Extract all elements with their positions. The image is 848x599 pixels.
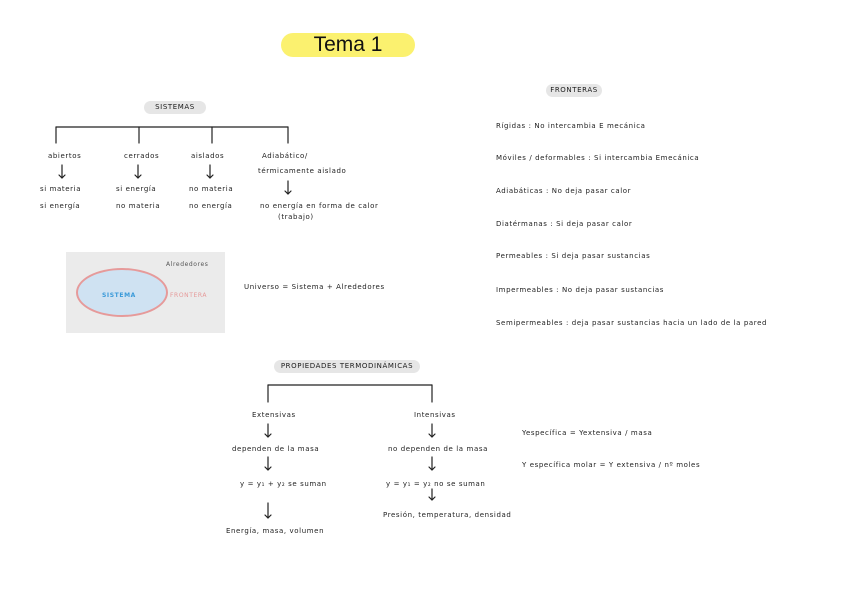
branch-line: (trabajo) [278,213,314,221]
extensivas-line: y = y₁ + y₂ se suman [240,480,327,488]
formula-especifica: Yespecífica = Yextensiva / masa [522,429,653,437]
sistema-ellipse [76,268,168,317]
frontera-item: Semipermeables : deja pasar sustancias h… [496,319,768,327]
branch-line: no energía en forma de calor [260,202,379,210]
intensivas-line: y = y₁ = y₂ no se suman [386,480,486,488]
branch-line: si materia [40,185,82,193]
sistema-label: SISTEMA [102,292,136,299]
arrow-down-icon [264,423,272,438]
branch-aislados: aislados [191,152,225,160]
intensivas-line: Presión, temperatura, densidad [383,511,512,519]
arrow-down-icon [134,164,142,179]
arrow-down-icon [264,502,272,519]
intensivas-line: no dependen de la masa [388,445,488,453]
extensivas-line: Energía, masa, volumen [226,527,325,535]
frontera-item: Rígidas : No intercambia E mecánica [496,122,646,130]
arrow-down-icon [428,488,436,501]
arrow-down-icon [428,456,436,471]
formula-especifica-molar: Y específica molar = Y extensiva / nº mo… [522,461,701,469]
arrow-down-icon [264,456,272,471]
branch-cerrados: cerrados [124,152,160,160]
branch-abiertos: abiertos [48,152,82,160]
branch-line: no materia [116,202,161,210]
fronteras-header: FRONTERAS [546,84,602,97]
page-title: Tema 1 [281,33,415,57]
sistema-diagram: Alrededores SISTEMA FRONTERA [66,252,225,333]
arrow-down-icon [58,164,66,179]
frontera-item: Impermeables : No deja pasar sustancias [496,286,665,294]
extensivas-line: dependen de la masa [232,445,320,453]
frontera-item: Permeables : Si deja pasar sustancias [496,252,651,260]
branch-adiabatico-sub: térmicamente aislado [258,167,347,175]
arrow-down-icon [284,180,292,195]
branch-adiabatico: Adiabático/ [262,152,308,160]
frontera-item: Diatérmanas : Si deja pasar calor [496,220,633,228]
frontera-item: Móviles / deformables : Si intercambia E… [496,154,700,162]
branch-line: no materia [189,185,234,193]
arrow-down-icon [428,423,436,438]
universo-equation: Universo = Sistema + Alrededores [244,283,385,291]
intensivas-label: Intensivas [414,411,456,419]
branch-line: si energía [40,202,81,210]
sistemas-header: SISTEMAS [144,101,206,114]
propiedades-header: PROPIEDADES TERMODINÁMICAS [274,360,420,373]
frontera-label: FRONTERA [170,292,208,299]
branch-line: no energía [189,202,233,210]
extensivas-label: Extensivas [252,411,296,419]
branch-line: si energía [116,185,157,193]
alrededores-label: Alrededores [166,261,209,268]
frontera-item: Adiabáticas : No deja pasar calor [496,187,632,195]
arrow-down-icon [206,164,214,179]
